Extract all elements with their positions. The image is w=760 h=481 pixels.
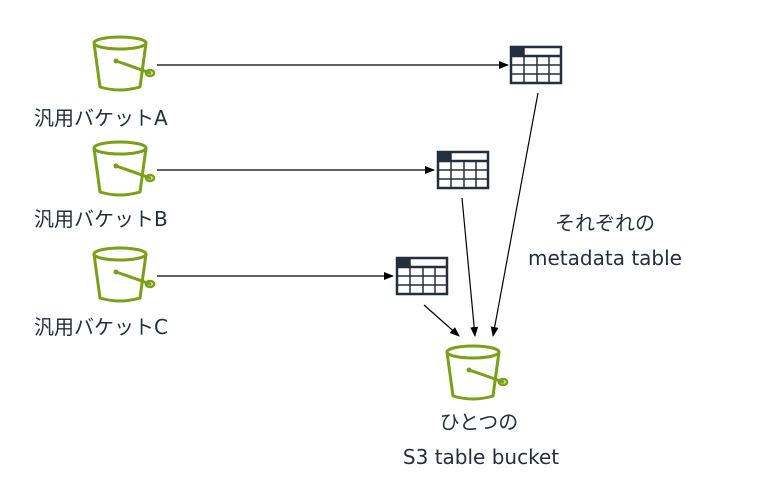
- table-icon: [395, 256, 449, 296]
- target-label-line2: S3 table bucket: [402, 445, 560, 469]
- s3-table-bucket-icon: [445, 344, 509, 401]
- s3-bucket-icon: [92, 246, 156, 303]
- s3-bucket-icon: [92, 35, 156, 92]
- bucket-c-label: 汎用バケットC: [34, 315, 168, 339]
- s3-bucket-icon: [92, 140, 156, 197]
- target-label-line1: ひとつの: [439, 410, 519, 434]
- arrow-table-c-to-target: [423, 304, 460, 337]
- metadata-label-line1: それぞれの: [555, 211, 655, 235]
- metadata-label-line2: metadata table: [528, 246, 682, 270]
- bucket-a-label: 汎用バケットA: [34, 106, 168, 130]
- arrow-table-b-to-target: [461, 197, 479, 337]
- table-icon: [436, 150, 490, 190]
- table-icon: [509, 45, 563, 85]
- bucket-b-label: 汎用バケットB: [34, 207, 168, 231]
- arrow-table-a-to-target: [490, 92, 539, 337]
